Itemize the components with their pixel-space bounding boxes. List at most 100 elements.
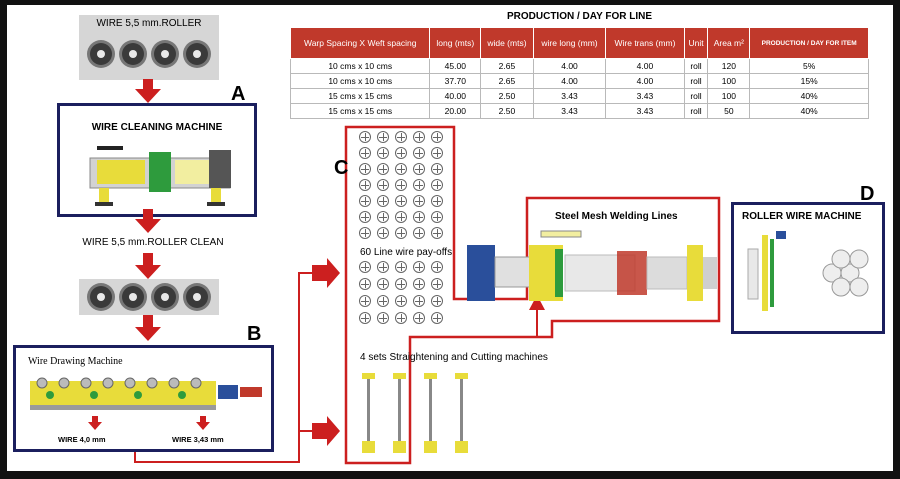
payoff-reel-icon [395, 227, 407, 239]
table-header-cell: wire long (mm) [532, 27, 607, 59]
payoff-reel-icon [359, 179, 371, 191]
wire-drawing-machine-title: Wire Drawing Machine [28, 356, 123, 367]
payoff-reel-icon [377, 195, 389, 207]
table-cell: 20.00 [429, 103, 482, 119]
wire-roller-panel: WIRE 5,5 mm.ROLLER [79, 15, 219, 80]
wire-coil-icon [154, 286, 176, 308]
table-cell: 120 [707, 58, 751, 74]
payoff-reel-icon [359, 211, 371, 223]
payoff-reel-icon [359, 295, 371, 307]
payoff-reel-icon [377, 295, 389, 307]
payoff-reel-icon [359, 261, 371, 273]
table-cell: 2.50 [480, 103, 534, 119]
table-cell: 4.00 [532, 58, 607, 74]
payoff-reel-icon [395, 312, 407, 324]
clean-roller-label: WIRE 5,5 mm.ROLLER CLEAN [82, 237, 224, 248]
wire-cleaning-machine-box: WIRE CLEANING MACHINE [57, 103, 257, 217]
payoff-reel-icon [431, 261, 443, 273]
flow-arrow-down-icon [196, 416, 210, 430]
table-cell: 40% [749, 88, 869, 104]
payoff-reel-icon [395, 131, 407, 143]
payoff-reel-icon [359, 312, 371, 324]
payoff-reel-icon [377, 278, 389, 290]
stage-letter-a: A [231, 83, 246, 105]
payoff-reel-icon [413, 211, 425, 223]
wire-coil-icon [90, 43, 112, 65]
roller-wire-machine-title: ROLLER WIRE MACHINE [742, 211, 862, 222]
wire-coil-icon [122, 43, 144, 65]
table-cell: 2.50 [480, 88, 534, 104]
table-cell: 10 cms x 10 cms [289, 58, 431, 74]
payoff-reel-icon [359, 195, 371, 207]
production-table-title: PRODUCTION / DAY FOR LINE [506, 11, 652, 22]
payoff-reel-icon [431, 131, 443, 143]
drawing-machine-icon [30, 377, 262, 410]
table-cell: 40% [749, 103, 869, 119]
flow-arrow-down-icon [88, 416, 102, 430]
payoff-reel-icon [377, 227, 389, 239]
table-cell: 4.00 [532, 73, 607, 89]
payoff-reel-icon [413, 131, 425, 143]
payoff-reel-icon [359, 278, 371, 290]
payoff-reel-icon [413, 179, 425, 191]
table-cell: 100 [707, 88, 751, 104]
payoff-reel-icon [377, 211, 389, 223]
payoff-reel-icon [359, 227, 371, 239]
wire-4mm-output-label: WIRE 4,0 mm [58, 435, 106, 444]
stage-letter-c: C [334, 157, 349, 179]
table-cell: 3.43 [605, 103, 685, 119]
payoff-reel-icon [377, 261, 389, 273]
table-cell: roll [683, 73, 709, 89]
payoff-reel-icon [431, 312, 443, 324]
payoff-reel-icon [413, 147, 425, 159]
payoff-reel-icon [431, 147, 443, 159]
payoff-reel-icon [431, 179, 443, 191]
payoff-grid [359, 131, 449, 241]
cleaning-machine-icon [89, 146, 231, 206]
welding-line-icon [467, 230, 717, 301]
table-cell: 10 cms x 10 cms [289, 73, 431, 89]
stage-letter-b: B [247, 323, 262, 345]
table-header-cell: Wire trans (mm) [605, 27, 685, 59]
stage-letter-d: D [860, 183, 875, 205]
wire-drawing-machine-box: Wire Drawing Machine WIRE 4,0 mm WIRE 3,… [13, 345, 274, 452]
payoff-reel-icon [395, 278, 407, 290]
wire-roller-label: WIRE 5,5 mm.ROLLER [96, 18, 202, 29]
payoff-reel-icon [413, 195, 425, 207]
payoff-reel-icon [431, 211, 443, 223]
process-connector-line [134, 125, 721, 465]
payoff-reel-icon [377, 163, 389, 175]
flow-arrow-down-icon [135, 79, 161, 103]
table-cell: 100 [707, 73, 751, 89]
straightening-label: 4 sets Straightening and Cutting machine… [360, 352, 548, 363]
table-header-cell: Unit [683, 27, 709, 59]
payoff-reel-icon [413, 227, 425, 239]
payoff-grid [359, 261, 449, 331]
wire-coil-icon [154, 43, 176, 65]
payoff-reel-icon [377, 312, 389, 324]
payoff-reel-icon [413, 278, 425, 290]
payoff-reel-icon [431, 278, 443, 290]
payoff-reel-icon [359, 131, 371, 143]
table-cell: 15 cms x 15 cms [289, 88, 431, 104]
table-header-cell: Warp Spacing X Weft spacing [289, 27, 431, 59]
payoff-reel-icon [431, 163, 443, 175]
table-header-row: Warp Spacing X Weft spacing long (mts) w… [289, 27, 869, 59]
table-cell: 50 [707, 103, 751, 119]
table-cell: roll [683, 103, 709, 119]
payoffs-label: 60 Line wire pay-offs [360, 247, 453, 258]
table-cell: 2.65 [480, 58, 534, 74]
payoff-reel-icon [395, 195, 407, 207]
clean-roller-panel [79, 279, 219, 315]
payoff-reel-icon [431, 227, 443, 239]
payoff-reel-icon [395, 261, 407, 273]
process-diagram: WIRE 5,5 mm.ROLLER A WIRE CLEANING MACHI… [7, 5, 893, 471]
payoff-reel-icon [377, 131, 389, 143]
table-cell: 5% [749, 58, 869, 74]
table-cell: 37.70 [429, 73, 482, 89]
table-header-cell: PRODUCTION / DAY FOR ITEM [749, 27, 869, 59]
flow-arrow-down-icon [135, 315, 161, 341]
